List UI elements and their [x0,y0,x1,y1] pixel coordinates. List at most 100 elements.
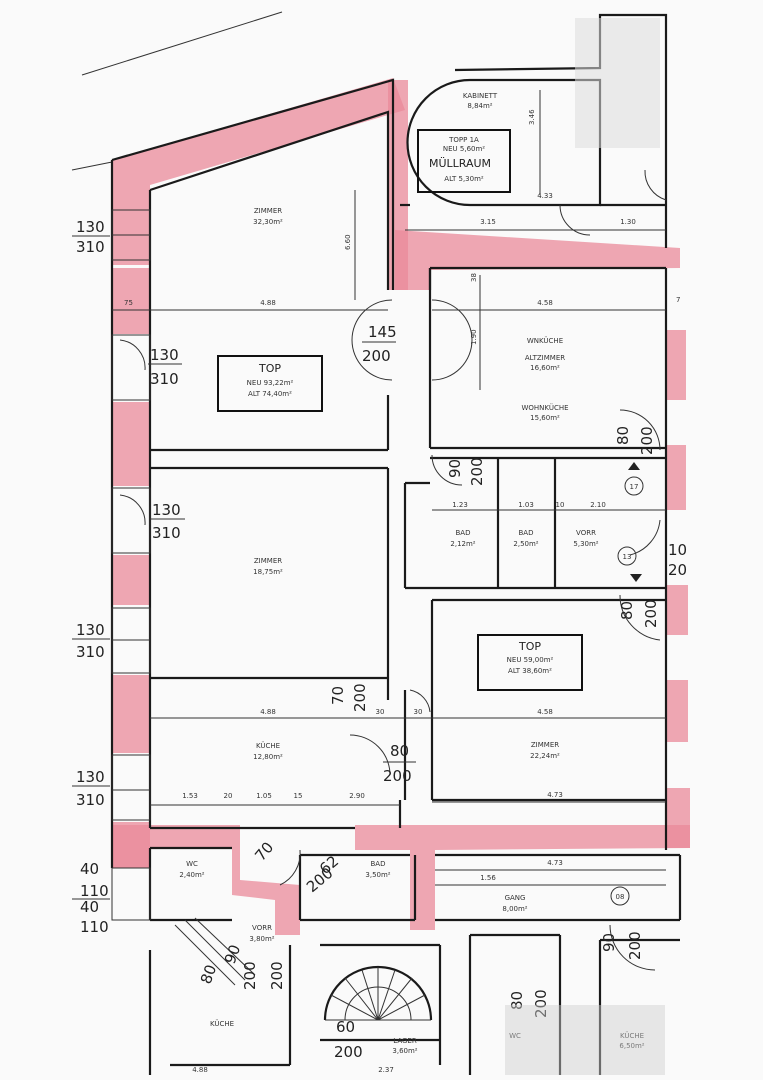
dim-315: 3.15 [480,218,496,226]
dim-38: 38 [470,273,478,282]
hatch-mid-horizontal [395,230,680,290]
dim-103: 1.03 [518,501,534,509]
site-boundary-line [81,11,283,76]
hatch-right-1 [666,330,686,400]
room-vorr-1-area: 5,30m² [573,540,598,548]
room-wohnkueche-area: 15,60m² [530,414,560,422]
room-zimmer-3-area: 22,24m² [530,752,560,760]
top-info-box-left [217,355,323,412]
door-80a-height: 200 [638,426,656,455]
hatch-top-wall [112,78,405,200]
door-80d-height: 200 [268,961,286,990]
hatch-right-2 [666,445,686,510]
hatch-right-3 [666,585,688,635]
hatch-left-3 [112,555,150,605]
hatch-left-4 [112,675,150,753]
window-4-height: 310 [76,643,105,661]
top-left-title: TOP [258,362,281,375]
room-kueche-3-label: KÜCHE [620,1031,644,1040]
dim-15: 15 [294,792,303,800]
dim-433: 4.33 [537,192,553,200]
door-90a-height: 200 [468,457,486,486]
site-boundary-line-2 [71,161,113,171]
right-label-10: 10 [668,541,687,559]
room-vorr-1-label: VORR [576,529,596,537]
room-bad-1-label: BAD [456,529,471,537]
door-90a-width: 90 [446,459,464,478]
right-edge-labels: 10 20 7 [668,296,687,579]
door-90b-height: 200 [626,931,644,960]
door-90c-height: 200 [241,961,259,990]
room-kueche-3-area: 6,50m² [619,1042,644,1050]
room-kueche-2-label: KÜCHE [210,1019,234,1028]
door-labels: 145 200 80 200 90 200 80 200 70 200 80 2… [197,323,660,1061]
right-label-7: 7 [676,296,680,304]
hatch-left-1 [112,268,150,334]
top-1a-neu: NEU 5,60m² [443,145,485,153]
room-zimmer-3-label: ZIMMER [531,741,559,749]
window-3-height: 310 [152,524,181,542]
hatch-bottom-right [355,825,690,930]
room-vorr-2-area: 3,80m² [249,935,274,943]
door-90b-width: 90 [600,933,618,952]
room-bad-2-area: 2,50m² [513,540,538,548]
hatch-left-2 [112,402,150,486]
spiral-staircase [323,965,433,1021]
room-lager-label: LAGER [393,1037,417,1045]
dim-458b: 4.58 [537,708,553,716]
dim-30a: 30 [376,708,385,716]
room-wc-area: 2,40m² [179,871,204,879]
top-left-alt: ALT 74,40m² [248,390,292,398]
door-80c-width: 80 [390,742,409,760]
top-1a-alt: ALT 5,30m² [444,175,484,183]
door-80c-height: 200 [383,767,412,785]
dim-75: 75 [124,299,133,307]
door-80b-width: 80 [618,601,636,620]
window-2-width: 130 [150,346,179,364]
room-gang-area: 8,00m² [502,905,527,913]
top-1a-title: TOPP 1A [448,136,479,144]
blurred-area-bottom [505,1005,665,1075]
dim-210: 2.10 [590,501,606,509]
window-labels: 130 310 130 310 130 310 130 310 130 310 … [72,218,185,936]
dim-237: 2.37 [378,1066,394,1074]
window-glazing [111,209,151,921]
room-zimmer-1-label: ZIMMER [254,207,282,215]
room-zimmer-2-label: ZIMMER [254,557,282,565]
door-70-height: 200 [351,683,369,712]
door-145-height: 200 [362,347,391,365]
door-145-width: 145 [368,323,397,341]
dim-473a: 4.73 [547,791,563,799]
room-bad-3-label: BAD [371,860,386,868]
room-bad-3-area: 3,50m² [365,871,390,879]
dim-130a: 1.30 [620,218,636,226]
room-zimmer-1-area: 32,30m² [253,218,283,226]
window-5-width: 130 [76,768,105,786]
room-altzimmer-area: 16,60m² [530,364,560,372]
window-6-d: 110 [80,918,109,936]
room-wc-label: WC [186,860,198,868]
window-5-height: 310 [76,791,105,809]
top-right-title: TOP [518,640,541,653]
room-wohnkueche-label: WOHNKÜCHE [521,403,568,412]
top-1a-info-box [417,129,511,193]
room-wc-2-label: WC [509,1032,521,1040]
door-60-height: 200 [334,1043,363,1061]
window-3-width: 130 [152,501,181,519]
marker-17: 17 [630,483,639,491]
window-6-a: 40 [80,860,99,878]
dim-105: 1.05 [256,792,272,800]
dim-488b: 4.88 [260,708,276,716]
marker-13: 13 [623,553,632,561]
door-80d-width: 80 [197,962,220,986]
right-label-20: 20 [668,561,687,579]
room-vorr-2-label: VORR [252,924,272,932]
dim-30b: 30 [414,708,423,716]
room-bad-1-area: 2,12m² [450,540,475,548]
window-1-width: 130 [76,218,105,236]
dim-660: 6.60 [344,234,352,250]
dim-153: 1.53 [182,792,198,800]
dim-156: 1.56 [480,874,496,882]
top-right-alt: ALT 38,60m² [508,667,552,675]
